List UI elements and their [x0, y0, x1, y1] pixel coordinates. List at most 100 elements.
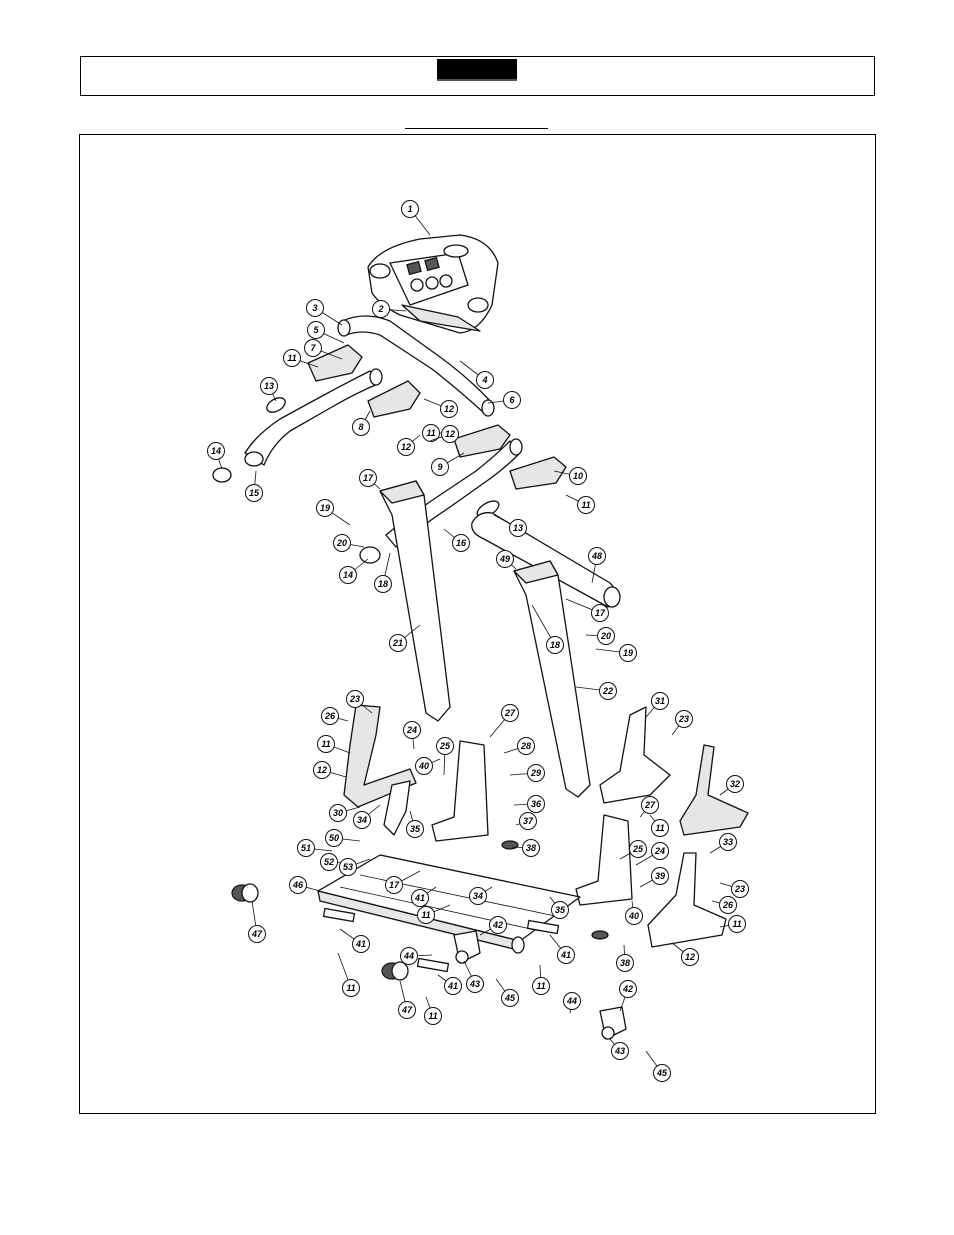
callout-circle: [397, 438, 415, 456]
callout-number: 36: [531, 799, 542, 809]
callout-number: 20: [600, 631, 611, 641]
callout-circle: [306, 299, 324, 317]
callout-49: 49: [496, 550, 517, 570]
callout-circle: [616, 954, 634, 972]
callout-number: 12: [444, 404, 454, 414]
callout-circle: [675, 710, 693, 728]
callout-circle: [342, 979, 360, 997]
callout-number: 11: [287, 353, 296, 363]
callout-15: 15: [245, 470, 263, 502]
callout-26: 26: [321, 707, 349, 725]
callout-circle: [501, 989, 519, 1007]
callout-number: 44: [566, 996, 577, 1006]
callout-number: 12: [401, 442, 411, 452]
callout-number: 45: [656, 1068, 668, 1078]
callout-circle: [346, 690, 364, 708]
callout-number: 16: [456, 538, 467, 548]
callout-circle: [339, 566, 357, 584]
callout-circle: [653, 1064, 671, 1082]
callout-number: 32: [730, 779, 740, 789]
callout-51: 51: [297, 839, 333, 857]
callout-number: 30: [333, 808, 343, 818]
callout-19: 19: [316, 499, 351, 526]
callout-34: 34: [469, 886, 493, 905]
callout-45: 45: [495, 978, 519, 1007]
callout-circle: [307, 321, 325, 339]
callout-number: 48: [591, 551, 602, 561]
callout-number: 51: [301, 843, 311, 853]
callout-number: 44: [403, 951, 414, 961]
callout-11: 11: [283, 349, 319, 368]
callout-44: 44: [400, 947, 433, 965]
callout-number: 4: [481, 375, 487, 385]
callout-17: 17: [565, 598, 609, 622]
callout-number: 25: [439, 741, 451, 751]
callout-47: 47: [398, 980, 416, 1019]
callout-41: 41: [339, 928, 370, 953]
callout-number: 6: [509, 395, 515, 405]
callout-11: 11: [337, 952, 360, 997]
callout-circle: [599, 682, 617, 700]
callout-44: 44: [563, 992, 581, 1014]
callout-circle: [726, 775, 744, 793]
callout-circle: [503, 391, 521, 409]
callout-2: 2: [372, 300, 407, 318]
callout-circle: [522, 839, 540, 857]
callout-27: 27: [639, 796, 659, 818]
roller-parts: [231, 883, 409, 981]
callout-number: 41: [414, 893, 425, 903]
right-upright-part: [513, 560, 591, 798]
callout-number: 18: [550, 640, 560, 650]
callout-number: 33: [723, 837, 733, 847]
callout-47: 47: [248, 900, 266, 943]
callout-35: 35: [406, 810, 424, 838]
callout-41: 41: [437, 974, 462, 995]
callout-number: 22: [602, 686, 613, 696]
callout-number: 19: [320, 503, 330, 513]
exploded-parts-diagram: 1235711461381212111291014151711191320161…: [207, 200, 749, 1082]
callout-number: 9: [437, 462, 442, 472]
callout-24: 24: [635, 842, 669, 866]
callout-36: 36: [513, 795, 545, 813]
callout-circle: [527, 764, 545, 782]
callout-25: 25: [619, 840, 647, 860]
callout-number: 14: [343, 570, 353, 580]
callout-18: 18: [531, 604, 564, 654]
callout-number: 37: [523, 816, 534, 826]
callout-number: 23: [734, 884, 745, 894]
callout-7: 7: [304, 339, 343, 360]
callout-circle: [333, 534, 351, 552]
callout-11: 11: [565, 494, 595, 514]
callout-number: 26: [324, 711, 336, 721]
left-handlebar-arm-part: [244, 368, 383, 467]
callout-number: 11: [536, 981, 545, 991]
callout-number: 46: [292, 880, 304, 890]
callout-circle: [245, 484, 263, 502]
callout-circle: [444, 977, 462, 995]
callout-circle: [557, 946, 575, 964]
callout-29: 29: [509, 764, 545, 782]
callout-number: 21: [392, 638, 403, 648]
callout-26: 26: [711, 896, 737, 914]
callout-circle: [466, 975, 484, 993]
callout-number: 41: [355, 939, 366, 949]
callout-circle: [431, 458, 449, 476]
callout-3: 3: [306, 299, 343, 326]
header-box: [80, 56, 875, 96]
callout-39: 39: [639, 867, 669, 888]
callout-30: 30: [329, 804, 361, 822]
callout-number: 26: [722, 900, 734, 910]
callout-circle: [719, 833, 737, 851]
callout-21: 21: [389, 624, 421, 652]
callout-13: 13: [493, 514, 527, 537]
callout-circle: [359, 469, 377, 487]
callout-circle: [532, 977, 550, 995]
callout-number: 7: [310, 343, 316, 353]
callout-number: 2: [377, 304, 383, 314]
callout-43: 43: [463, 960, 484, 993]
callout-25: 25: [436, 737, 454, 776]
callout-number: 8: [358, 422, 363, 432]
callout-40: 40: [415, 757, 441, 775]
callout-9: 9: [431, 452, 465, 476]
callout-circle: [436, 737, 454, 755]
